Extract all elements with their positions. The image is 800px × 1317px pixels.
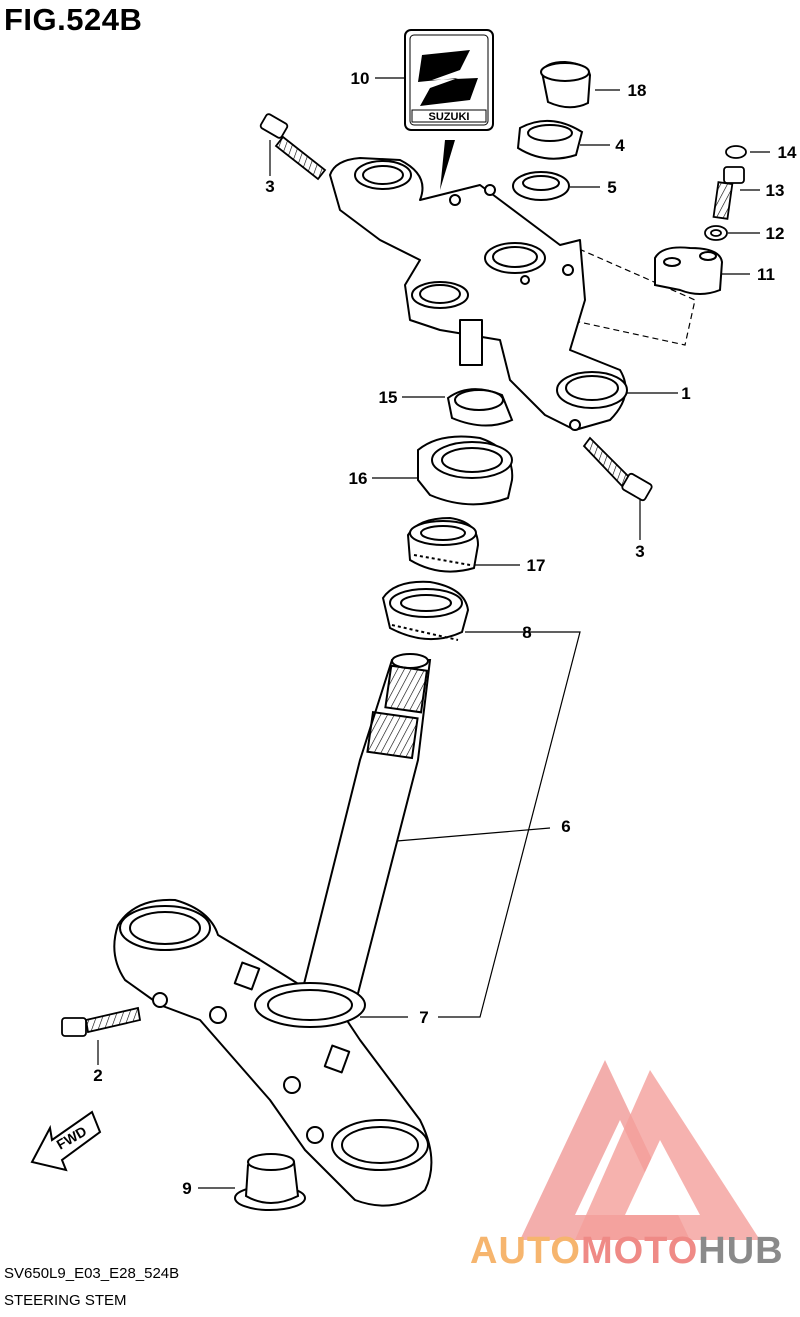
callout-12: 12: [766, 224, 785, 243]
clamp-14-cap: [725, 145, 747, 159]
callout-16: 16: [349, 469, 368, 488]
callout-15: 15: [379, 388, 398, 407]
callout-9: 9: [182, 1179, 191, 1198]
steering-stem: [298, 653, 432, 1007]
callout-3-top: 3: [265, 177, 274, 196]
callout-14: 14: [778, 143, 797, 162]
watermark-part-2: MOTO: [580, 1230, 699, 1272]
watermark-part-3: HUB: [698, 1230, 784, 1272]
washer-5: [512, 171, 570, 201]
lower-bracket: [113, 898, 433, 1207]
upper-bracket-bolt-top: [259, 113, 327, 181]
callout-labels: 10 18 4 5 14 13 12 11 1 3 3 15 16 17 8 6…: [93, 69, 797, 1198]
callout-7: 7: [419, 1008, 428, 1027]
emblem-text: SUZUKI: [429, 111, 470, 123]
callout-5: 5: [607, 178, 616, 197]
lower-bracket-bolt: [61, 1006, 142, 1037]
watermark-text: AUTOMOTOHUB: [470, 1230, 784, 1273]
clamp-10: [654, 246, 724, 295]
stem-nut-cap: [540, 60, 592, 109]
leader-lines: [97, 77, 770, 1189]
suzuki-emblem: SUZUKI: [404, 29, 494, 190]
lower-bearing: [381, 580, 470, 641]
callout-11: 10: [351, 69, 370, 88]
clamp-12-washer: [704, 225, 728, 241]
lock-nut: [446, 388, 514, 427]
callout-6: 6: [561, 817, 570, 836]
upper-bracket: [329, 157, 628, 431]
watermark-part-1: AUTO: [470, 1230, 581, 1272]
clamp-13-bolt: [712, 166, 745, 220]
fwd-arrow-icon: FWD: [30, 1110, 102, 1172]
figure-code: SV650L9_E03_E28_524B: [4, 1265, 180, 1282]
callout-18: 18: [628, 81, 647, 100]
upper-bracket-bolt-right: [582, 436, 653, 502]
callout-10: 11: [757, 265, 775, 284]
callout-2: 2: [93, 1066, 102, 1085]
callout-17: 17: [527, 556, 546, 575]
callout-1: 1: [681, 384, 690, 403]
callout-3-right: 3: [635, 542, 644, 561]
figure-description: STEERING STEM: [4, 1292, 127, 1309]
watermark-logo: [520, 1060, 760, 1240]
upper-bearing: [406, 516, 480, 573]
stem-nut: [516, 119, 584, 160]
callout-8: 8: [522, 623, 531, 642]
callout-4: 4: [615, 136, 625, 155]
dust-seal-16: [417, 435, 514, 506]
lower-cap: [234, 1153, 306, 1211]
figure-title: FIG.524B: [4, 2, 143, 37]
callout-13: 13: [766, 181, 785, 200]
